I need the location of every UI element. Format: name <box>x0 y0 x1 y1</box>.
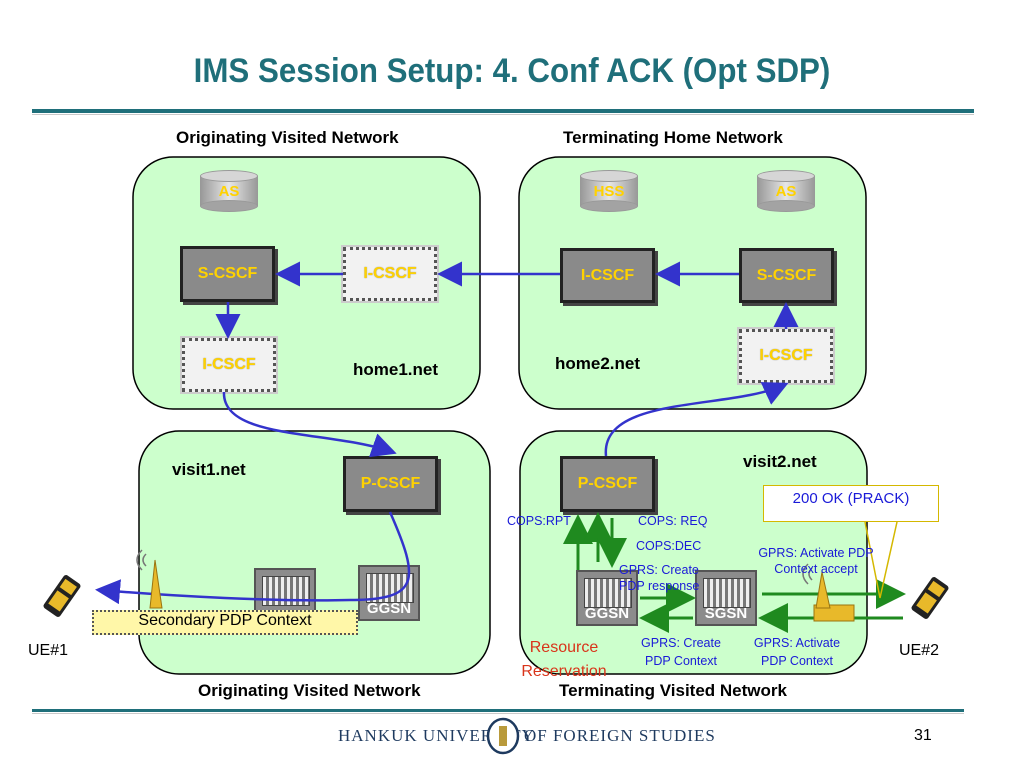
ggsn-visit1-router: GGSN <box>358 565 420 621</box>
university-name-left: HANKUK UNIVERSITY <box>338 726 535 745</box>
label-gprs-create-response: GPRS: Create PDP response <box>619 563 700 593</box>
p-cscf-label: P-CSCF <box>360 475 421 492</box>
ue2-label: UE#2 <box>899 642 940 659</box>
domain-home2: home2.net <box>555 354 641 373</box>
label-resource-reservation: Resource Reservation <box>521 639 607 680</box>
ggsn-label: GGSN <box>366 600 412 617</box>
i-cscf-home1-top: I-CSCF <box>341 245 439 303</box>
label-gprs-activate-accept: GPRS: Activate PDP Context accept <box>758 546 874 576</box>
callout-200-ok-prack: 200 OK (PRACK) <box>763 485 939 522</box>
label-cops-req: COPS: REQ <box>638 514 708 528</box>
sgsn-visit2-router: SGSN <box>695 570 757 626</box>
s-cscf-home2: S-CSCF <box>739 248 834 303</box>
label-bottom-left: Originating Visited Network <box>198 681 421 700</box>
hss-database: HSS <box>580 170 638 212</box>
label-top-left: Originating Visited Network <box>176 128 399 147</box>
s-cscf-label: S-CSCF <box>756 266 817 284</box>
as-label: AS <box>218 183 240 200</box>
ue1-phone-icon <box>43 575 81 617</box>
i-cscf-home2: I-CSCF <box>560 248 655 303</box>
antenna-visit1-icon <box>136 549 163 609</box>
ggsn-label: GGSN <box>584 605 630 622</box>
ue2-phone-icon <box>911 577 949 619</box>
callout-pointer <box>864 521 898 599</box>
page-number: 31 <box>914 727 932 744</box>
secondary-pdp-context: Secondary PDP Context <box>92 610 358 635</box>
domain-home1: home1.net <box>353 360 439 379</box>
as-database-home2: AS <box>757 170 815 212</box>
label-gprs-create-context: GPRS: Create PDP Context <box>641 636 721 668</box>
p-cscf-visit2: P-CSCF <box>560 456 655 512</box>
as-label: AS <box>775 183 797 200</box>
antenna-visit2-icon <box>802 563 855 622</box>
sgsn-label: SGSN <box>704 605 748 622</box>
title-rule-shadow <box>32 114 974 115</box>
label-gprs-activate-context: GPRS: Activate PDP Context <box>753 636 841 668</box>
s-cscf-label: S-CSCF <box>197 265 258 282</box>
i-cscf-label: I-CSCF <box>759 347 813 364</box>
ue1-label: UE#1 <box>28 642 69 659</box>
hss-label: HSS <box>593 183 625 200</box>
i-cscf-home1-bottom: I-CSCF <box>180 336 278 394</box>
i-cscf-label: I-CSCF <box>580 266 635 284</box>
label-cops-rpt: COPS:RPT <box>507 514 571 528</box>
p-cscf-visit1: P-CSCF <box>343 456 438 512</box>
domain-visit1: visit1.net <box>172 460 246 479</box>
label-top-right: Terminating Home Network <box>563 128 783 147</box>
p-cscf-label: P-CSCF <box>577 475 638 492</box>
university-seal-icon <box>486 717 520 755</box>
i-cscf-home2-bottom: I-CSCF <box>737 327 835 385</box>
as-database-home1: AS <box>200 170 258 212</box>
domain-visit2: visit2.net <box>743 452 817 471</box>
ggsn-visit2-router: GGSN <box>576 570 638 626</box>
slide-title: IMS Session Setup: 4. Conf ACK (Opt SDP) <box>193 52 831 90</box>
flow-icscf1b-to-pcscf1 <box>222 391 397 458</box>
university-name-right: OF FOREIGN STUDIES <box>524 726 716 745</box>
i-cscf-label: I-CSCF <box>363 265 417 282</box>
flow-pcscf2-to-icscf2b <box>604 382 789 457</box>
flow-pcscf1-to-ue1 <box>95 511 411 605</box>
s-cscf-home1: S-CSCF <box>180 246 275 302</box>
label-bottom-right: Terminating Visited Network <box>559 681 787 700</box>
footer-rule-shadow <box>32 713 964 714</box>
label-cops-dec: COPS:DEC <box>636 539 702 553</box>
footer-rule <box>32 709 964 712</box>
title-rule <box>32 109 974 113</box>
i-cscf-label: I-CSCF <box>202 356 256 373</box>
